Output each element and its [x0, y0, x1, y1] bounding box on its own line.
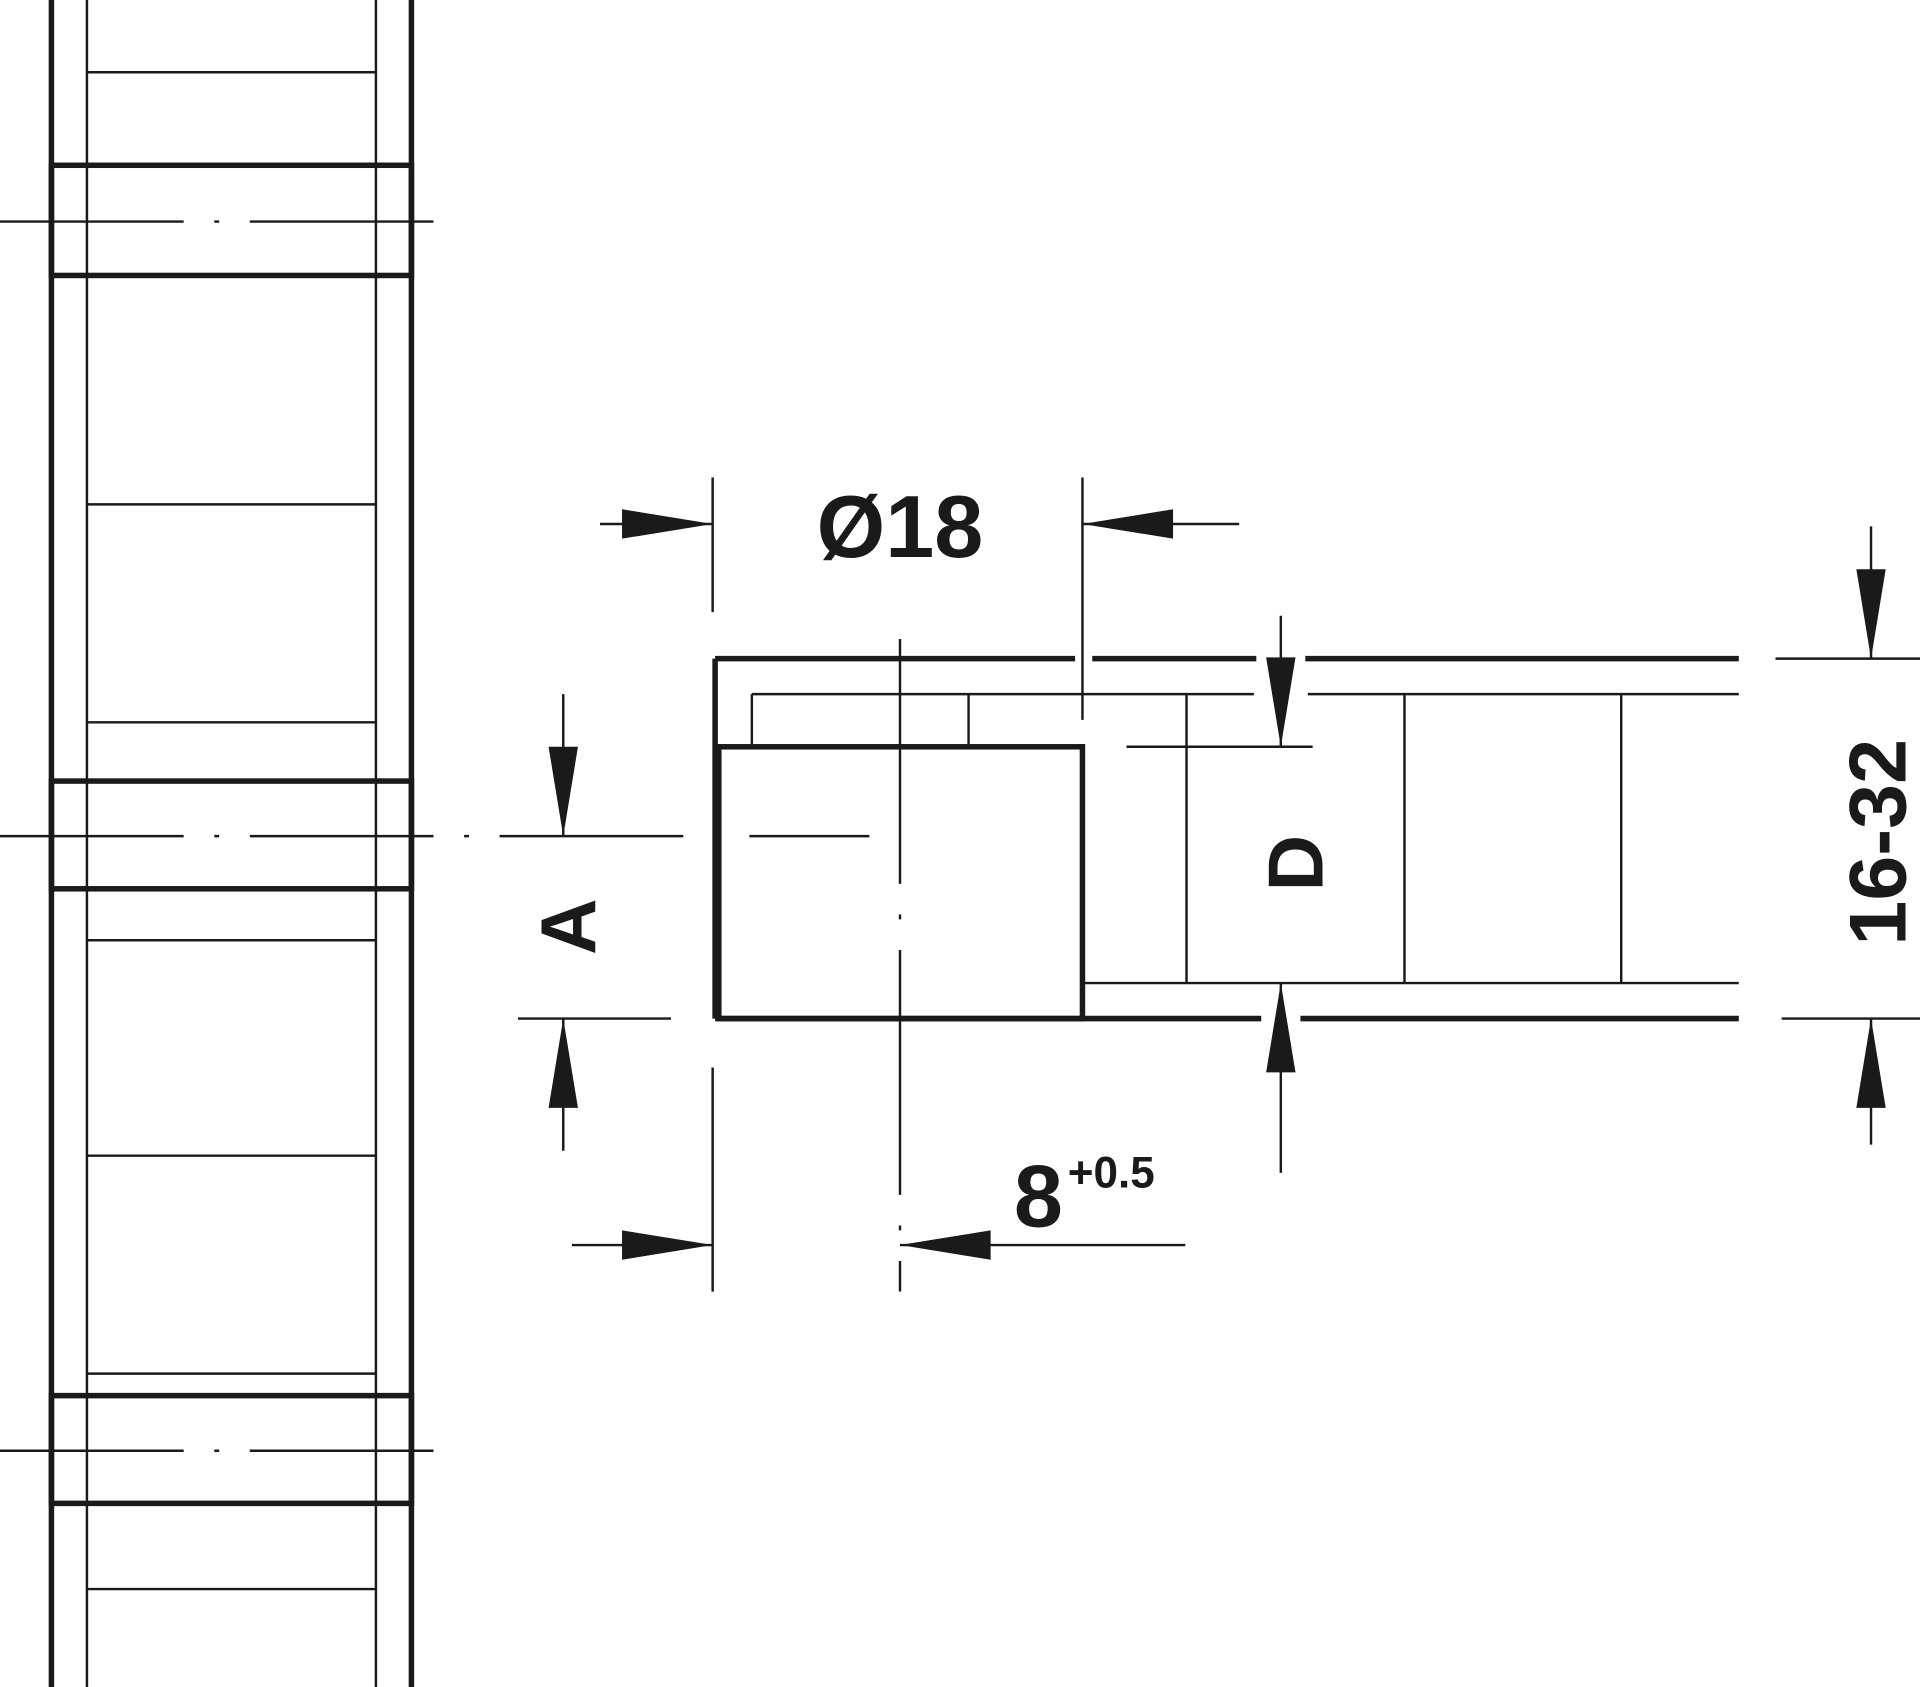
dimension-panel-thickness: 16-32: [1775, 526, 1920, 1145]
thickness-label: 16-32: [1833, 739, 1920, 946]
depth-tolerance-label: +0.5: [1068, 1149, 1155, 1198]
diameter-label: Ø18: [817, 477, 984, 576]
dimension-diameter: Ø18: [600, 477, 1240, 720]
d-label: D: [1251, 835, 1339, 892]
dimension-depth: 8 +0.5: [571, 1067, 1186, 1292]
side-panel-view: [0, 0, 870, 1687]
dimension-d: D: [1251, 615, 1339, 1173]
depth-label: 8: [1014, 1147, 1063, 1246]
section-view: [712, 639, 1739, 1292]
dimension-a: A: [517, 694, 672, 1151]
a-label: A: [524, 898, 612, 955]
